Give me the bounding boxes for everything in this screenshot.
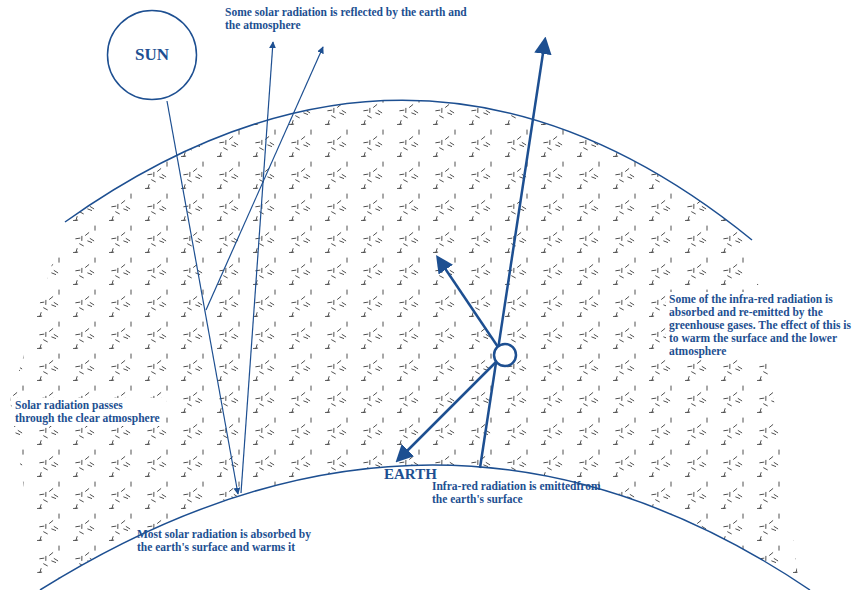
infrared-ray (480, 40, 545, 468)
transmission-note: Solar radiation passes through the clear… (12, 398, 166, 426)
earth-label: EARTH (384, 466, 437, 483)
sun-circle: SUN (106, 9, 198, 101)
reflected-ray (206, 47, 323, 310)
earth-surface (40, 465, 810, 590)
greenhouse-note: Some of the infra-red radiation is absor… (666, 292, 860, 359)
reemitted-ray (398, 362, 496, 460)
absorption-note: Most solar radiation is absorbed by the … (137, 528, 319, 554)
reemitted-ray (438, 258, 498, 347)
emission-note: Infra-red radiation is emittedfrom the e… (432, 480, 614, 506)
atmosphere-edge (65, 100, 752, 240)
earth-body (40, 465, 810, 590)
gas-molecule (494, 344, 516, 366)
incoming-solar-ray (167, 101, 238, 494)
reflection-note: Some solar radiation is reflected by the… (225, 6, 475, 32)
reflected-ray (241, 42, 273, 493)
sun-label: SUN (135, 45, 169, 65)
